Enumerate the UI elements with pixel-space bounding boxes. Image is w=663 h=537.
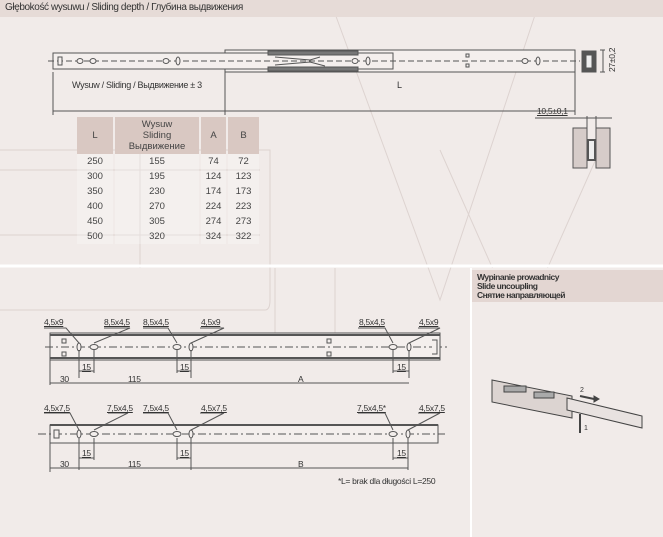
cell-sliding: 230 (115, 184, 199, 199)
dim-15: 15 (82, 448, 91, 458)
cell-sliding: 155 (115, 154, 199, 169)
hole-label: 8,5x4,5 (143, 317, 169, 327)
cell-sliding: 305 (115, 214, 199, 229)
cell-a: 324 (201, 229, 226, 244)
cell-sliding: 320 (115, 229, 199, 244)
dim-115: 115 (128, 459, 141, 469)
dim-30: 30 (60, 459, 69, 469)
cell-l: 300 (77, 169, 113, 184)
uncoupling-illustration (491, 379, 643, 433)
hole-label: 4,5x7,5 (419, 403, 445, 413)
cell-l: 450 (77, 214, 113, 229)
col-a: A (201, 117, 226, 154)
cell-a: 274 (201, 214, 226, 229)
uncoupling-title-pl: Wypinanie prowadnicy (477, 272, 559, 282)
hole-label: 4,5x9 (201, 317, 221, 327)
cell-l: 350 (77, 184, 113, 199)
hole-label: 4,5x7,5 (44, 403, 70, 413)
hole-label: 7,5x4,5 (143, 403, 169, 413)
cell-a: 74 (201, 154, 226, 169)
uncoupling-title-ru: Снятие направляющей (477, 290, 565, 300)
gap-tolerance-label: 10,5±0,1 (537, 106, 568, 116)
uncoupling-panel: Wypinanie prowadnicy Slide uncoupling Сн… (470, 268, 663, 537)
cell-a: 124 (201, 169, 226, 184)
rail-b (38, 412, 445, 472)
rail-a (44, 327, 447, 385)
hole-label: 4,5x9 (419, 317, 439, 327)
step-2-label: 2 (580, 387, 584, 394)
step-1-label: 1 (584, 425, 588, 432)
dim-b: B (298, 459, 304, 469)
cell-sliding: 195 (115, 169, 199, 184)
hole-label: 8,5x4,5 (104, 317, 130, 327)
cell-b: 72 (228, 154, 259, 169)
cell-b: 173 (228, 184, 259, 199)
cell-b: 322 (228, 229, 259, 244)
hole-label: 4,5x7,5 (201, 403, 227, 413)
dim-30: 30 (60, 374, 69, 384)
dim-a: A (298, 374, 304, 384)
hole-label: 7,5x4,5* (357, 403, 386, 413)
top-rail (48, 49, 605, 115)
uncoupling-title-en: Slide uncoupling (477, 281, 538, 291)
cell-l: 250 (77, 154, 113, 169)
cell-a: 174 (201, 184, 226, 199)
cell-b: 223 (228, 199, 259, 214)
hole-label: 8,5x4,5 (359, 317, 385, 327)
section-title: Głębokość wysuwu / Sliding depth / Глуби… (5, 2, 243, 13)
length-dimension-label: L (397, 80, 402, 90)
dim-15: 15 (180, 362, 189, 372)
cell-l: 500 (77, 229, 113, 244)
col-b: B (228, 117, 259, 154)
hole-label: 7,5x4,5 (107, 403, 133, 413)
uncoupling-header: Wypinanie prowadnicy Slide uncoupling Сн… (472, 270, 663, 302)
dim-15: 15 (180, 448, 189, 458)
cell-a: 224 (201, 199, 226, 214)
cell-sliding: 270 (115, 199, 199, 214)
hole-label: 4,5x9 (44, 317, 64, 327)
footnote: *L= brak dla długości L=250 (338, 476, 436, 486)
cell-b: 123 (228, 169, 259, 184)
sliding-dimension-label: Wysuw / Sliding / Выдвижение ± 3 (72, 80, 202, 90)
cell-l: 400 (77, 199, 113, 214)
dim-115: 115 (128, 374, 141, 384)
dim-15: 15 (397, 448, 406, 458)
cell-b: 273 (228, 214, 259, 229)
height-tolerance-label: 27±0,2 (607, 47, 617, 72)
col-l: L (77, 117, 113, 154)
section-header: Głębokość wysuwu / Sliding depth / Глуби… (0, 0, 663, 17)
dim-15: 15 (82, 362, 91, 372)
cross-section (535, 116, 612, 169)
dim-15: 15 (397, 362, 406, 372)
